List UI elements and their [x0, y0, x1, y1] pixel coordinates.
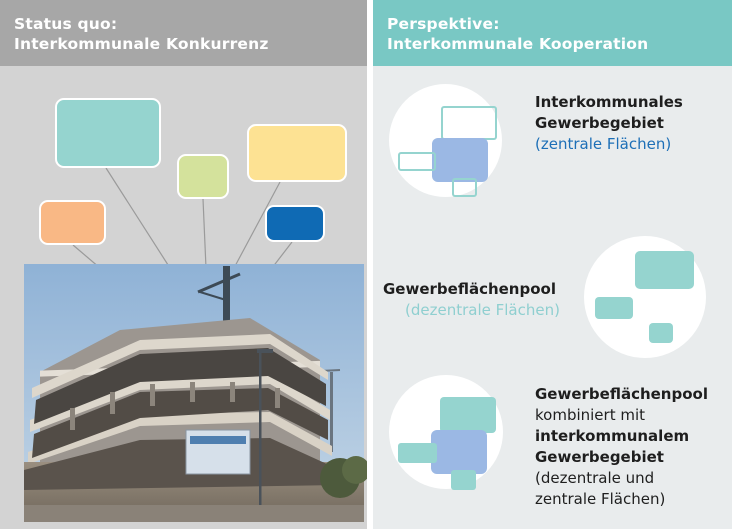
- item3-line2: kombiniert mit: [535, 406, 646, 424]
- competing-area-yellowgreen-box: [177, 154, 229, 199]
- competing-area-yellow-box: [247, 124, 347, 182]
- combined-area-box-top: [440, 397, 496, 433]
- connector-line-teal: [105, 167, 171, 269]
- item3-line4: Gewerbegebiet: [535, 448, 664, 466]
- item3-line3: interkommunalem: [535, 427, 690, 445]
- competing-area-teal-box: [55, 98, 161, 168]
- central-area-merged-box: [432, 138, 488, 182]
- status-quo-title-line2: Interkommunale Konkurrenz: [14, 35, 269, 53]
- perspective-title-line2: Interkommunale Kooperation: [387, 35, 649, 53]
- combined-merged-box: [431, 430, 487, 474]
- central-area-outline-box-top: [441, 106, 497, 140]
- item1-subtitle: (zentrale Flächen): [535, 135, 672, 153]
- pool-area-box-small: [649, 323, 673, 343]
- competing-area-orange-box: [39, 200, 106, 245]
- competing-area-blue-box: [265, 205, 325, 242]
- perspective-panel: Perspektive: Interkommunale Kooperation …: [373, 0, 732, 529]
- connector-line-yellowgreen: [202, 198, 207, 269]
- connector-line-yellow: [233, 181, 281, 269]
- combined-area-box-bottom: [451, 470, 476, 490]
- item3-line1: Gewerbeflächenpool: [535, 385, 708, 403]
- status-quo-header: Status quo: Interkommunale Konkurrenz: [0, 0, 367, 66]
- pool-area-box-left: [595, 297, 633, 319]
- item1-title-line1: Interkommunales: [535, 93, 683, 111]
- item3-line5: (dezentrale und: [535, 469, 655, 487]
- pool-area-box-large: [635, 251, 694, 289]
- perspective-title-line1: Perspektive:: [387, 15, 500, 33]
- item2-subtitle: (dezentrale Flächen): [405, 301, 560, 319]
- combined-area-box-left: [398, 443, 437, 463]
- item1-title-line2: Gewerbegebiet: [535, 114, 664, 132]
- perspective-header: Perspektive: Interkommunale Kooperation: [373, 0, 732, 66]
- status-quo-title-line1: Status quo:: [14, 15, 118, 33]
- status-quo-panel: Status quo: Interkommunale Konkurrenz: [0, 0, 367, 529]
- connector-line-blue: [271, 241, 293, 269]
- central-area-outline-box-bottom: [452, 178, 477, 197]
- item2-title: Gewerbeflächenpool: [383, 280, 556, 298]
- central-area-outline-box-left: [398, 152, 436, 171]
- construction-site-photo: [24, 264, 367, 522]
- item3-line6: zentrale Flächen): [535, 490, 666, 508]
